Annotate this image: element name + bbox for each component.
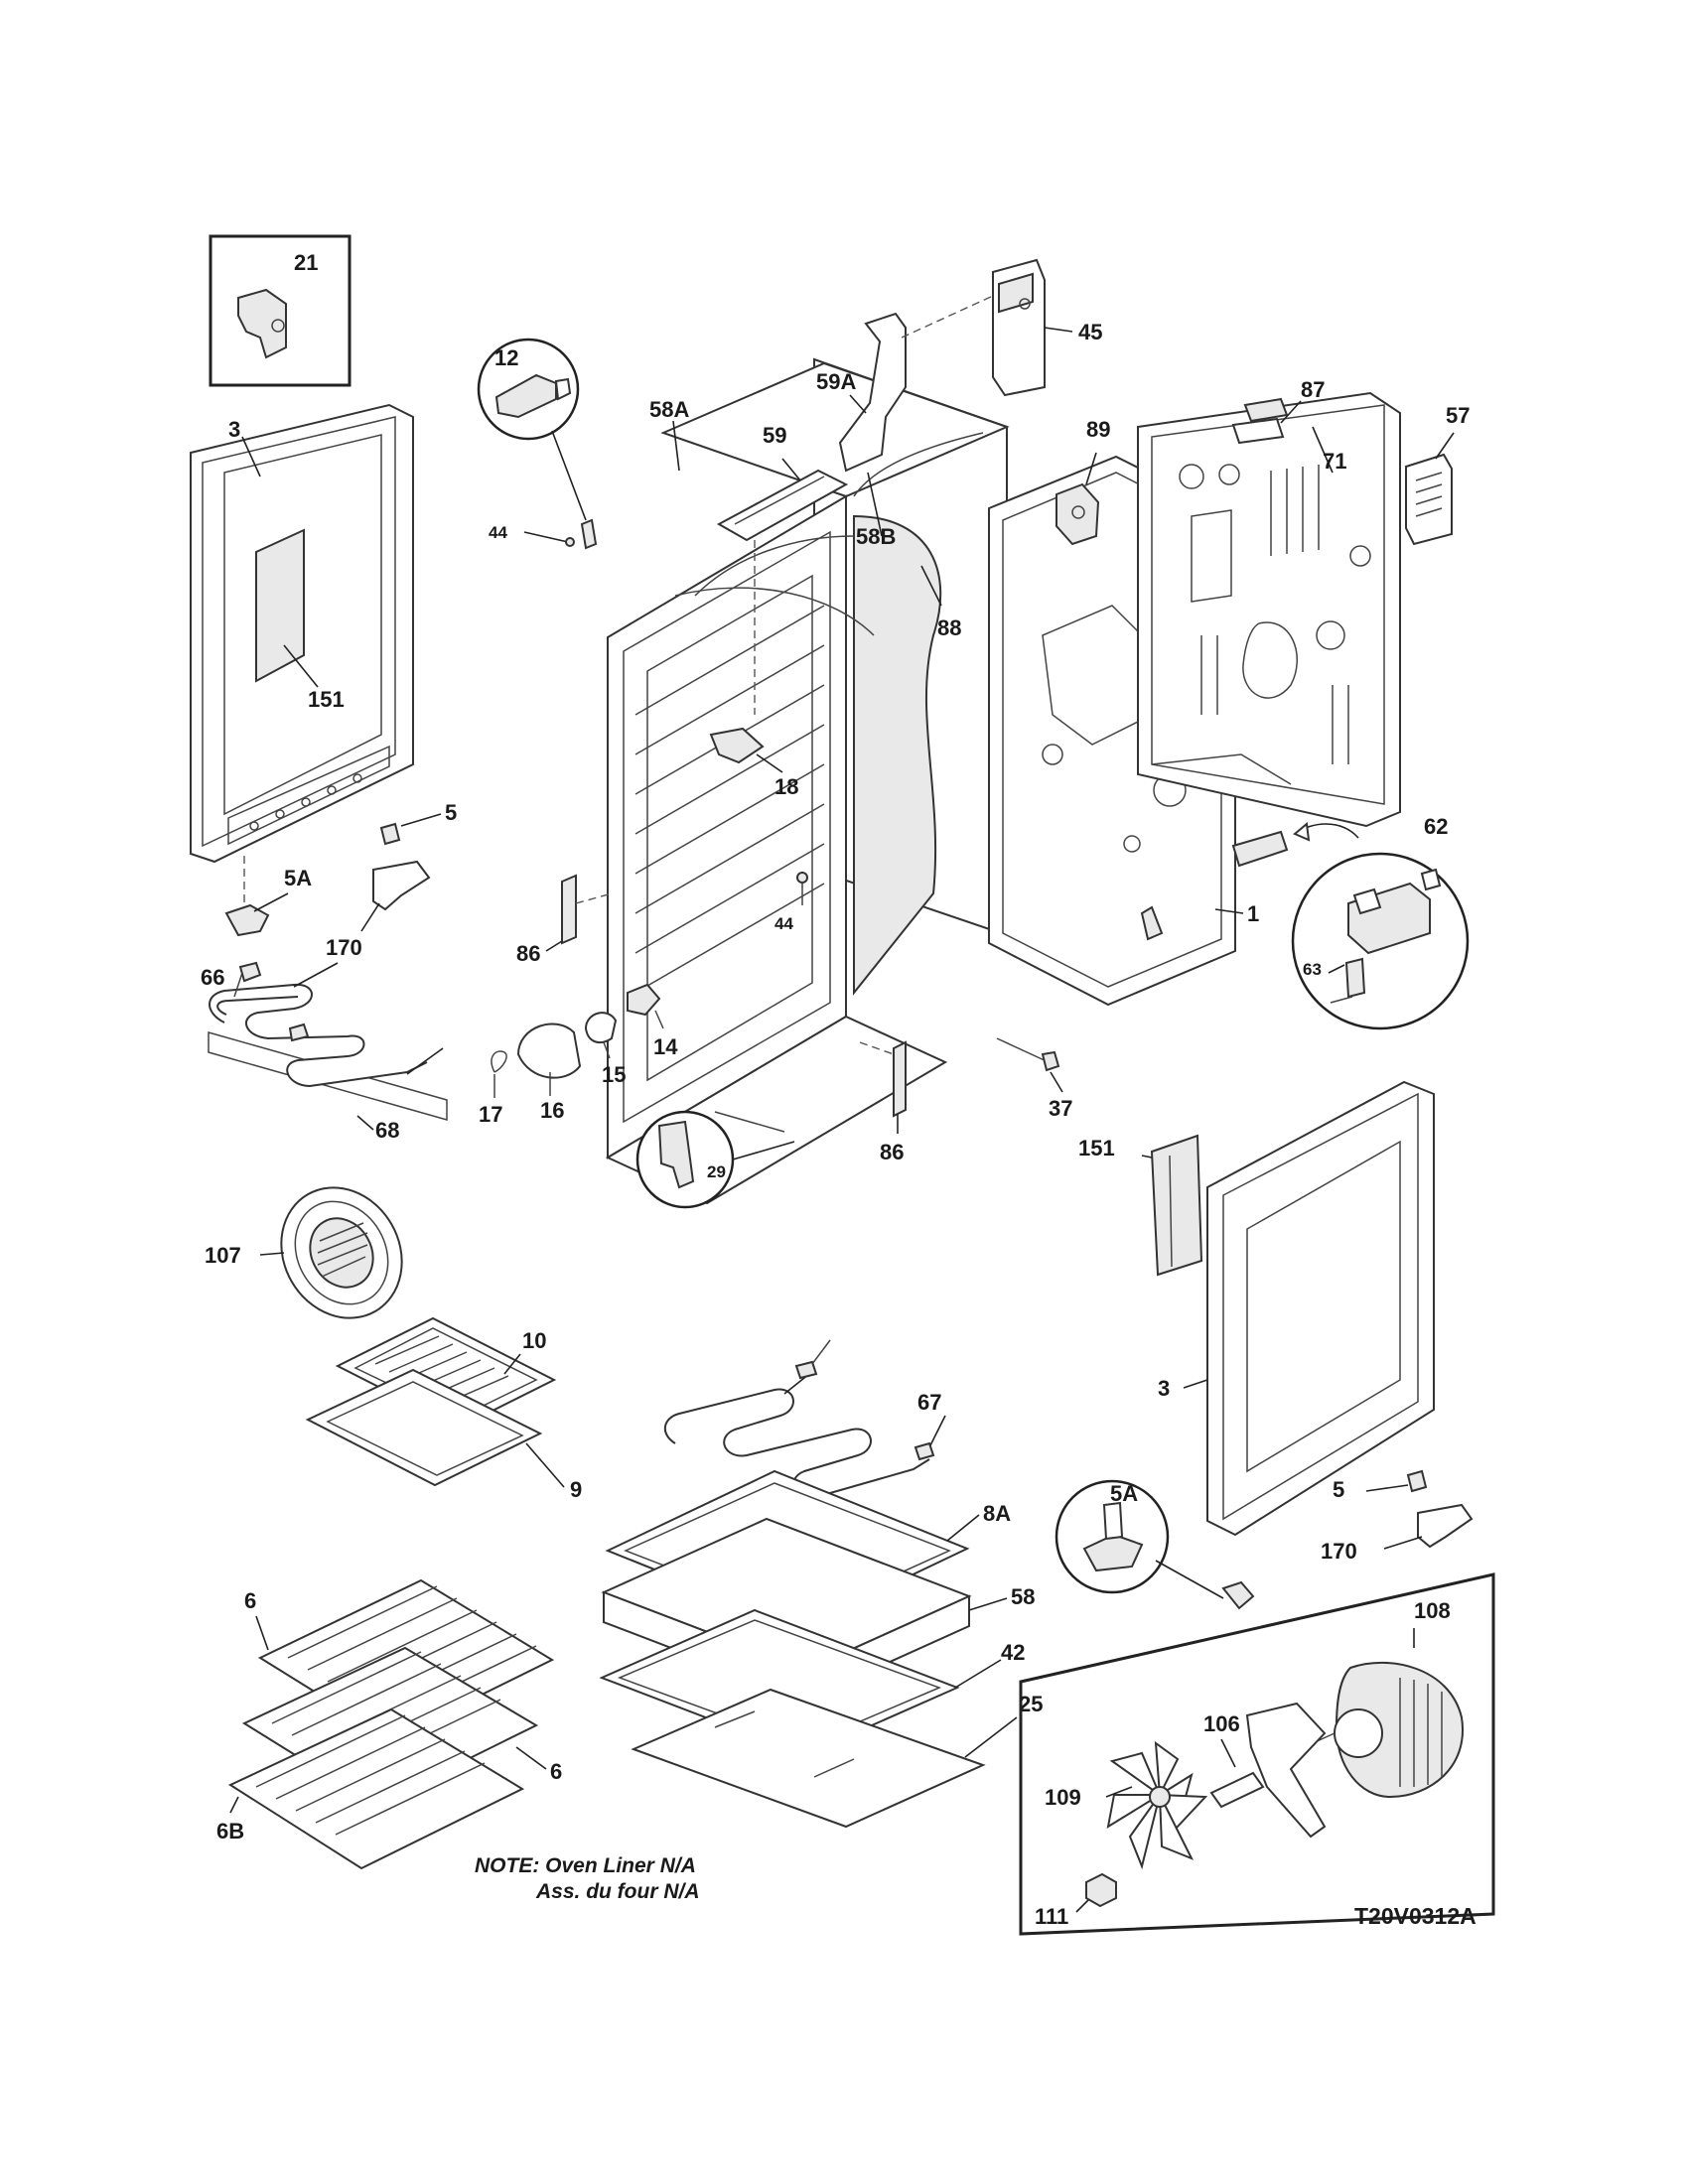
label-170-top: 170 bbox=[326, 935, 362, 960]
label-42: 42 bbox=[1001, 1640, 1025, 1665]
label-45: 45 bbox=[1078, 320, 1102, 344]
vent-duct-59a: 59A bbox=[816, 295, 994, 473]
outer-back-panel-71: 71 bbox=[1137, 391, 1401, 828]
part-21-inset: 21 bbox=[209, 234, 352, 387]
leveler-group-top: 5 5A 170 bbox=[224, 800, 457, 960]
hinge-86-left: 86 bbox=[516, 874, 613, 966]
label-3-bot: 3 bbox=[1158, 1376, 1170, 1401]
label-66: 66 bbox=[201, 965, 224, 990]
label-44-a: 44 bbox=[489, 523, 507, 542]
wire-58b: 58B 88 bbox=[853, 432, 984, 640]
label-87: 87 bbox=[1301, 377, 1325, 402]
part-29-inset: 29 bbox=[635, 1110, 795, 1209]
terminal-block-62-inset: 62 63 bbox=[1231, 814, 1470, 1030]
label-106: 106 bbox=[1203, 1711, 1240, 1736]
oven-rack-6b: 6B bbox=[216, 1707, 525, 1870]
oven-cavity-58a: 18 58A 44 bbox=[605, 357, 1010, 1205]
label-58: 58 bbox=[1011, 1584, 1035, 1609]
label-17: 17 bbox=[479, 1102, 502, 1127]
label-14: 14 bbox=[653, 1034, 678, 1059]
bracket-151-right: 151 bbox=[1078, 1134, 1203, 1277]
hinge-86-right: 86 bbox=[859, 1040, 907, 1164]
label-58b: 58B bbox=[856, 524, 896, 549]
label-5-top: 5 bbox=[445, 800, 457, 825]
bracket-89: 89 bbox=[1055, 417, 1110, 546]
convection-fan-kit-box: 108 106 109 111 bbox=[1019, 1572, 1495, 1936]
label-111: 111 bbox=[1035, 1904, 1068, 1929]
label-1: 1 bbox=[1247, 901, 1259, 926]
label-5a-bot: 5A bbox=[1110, 1481, 1138, 1506]
label-15: 15 bbox=[602, 1062, 626, 1087]
label-88: 88 bbox=[937, 615, 961, 640]
label-86-b: 86 bbox=[880, 1140, 904, 1164]
vent-duct-59: 59 bbox=[716, 423, 849, 715]
label-86-a: 86 bbox=[516, 941, 540, 966]
label-6-a: 6 bbox=[244, 1588, 256, 1613]
fan-cover-107: 107 bbox=[205, 1186, 403, 1319]
label-18: 18 bbox=[774, 774, 798, 799]
label-29: 29 bbox=[707, 1162, 726, 1181]
label-71: 71 bbox=[1323, 449, 1346, 474]
label-6b: 6B bbox=[216, 1819, 244, 1843]
light-socket-12-inset: 12 44 bbox=[477, 338, 598, 550]
vent-cover-57: 57 bbox=[1405, 403, 1470, 546]
oven-light-assembly: 16 15 14 17 bbox=[479, 983, 678, 1127]
label-67: 67 bbox=[917, 1390, 941, 1415]
left-side-panel: 3 151 bbox=[190, 403, 414, 864]
label-25: 25 bbox=[1019, 1692, 1043, 1716]
label-6-b: 6 bbox=[550, 1759, 562, 1784]
label-37: 37 bbox=[1049, 1096, 1072, 1121]
vent-box-45: 45 bbox=[992, 258, 1102, 397]
label-108: 108 bbox=[1414, 1598, 1451, 1623]
label-57: 57 bbox=[1446, 403, 1470, 428]
note-block: NOTE: Oven Liner N/A Ass. du four N/A bbox=[475, 1854, 700, 1903]
label-68: 68 bbox=[375, 1118, 399, 1143]
note-line1: NOTE: Oven Liner N/A bbox=[475, 1854, 696, 1877]
label-59: 59 bbox=[763, 423, 786, 448]
label-58a: 58A bbox=[649, 397, 689, 422]
panel-25: 25 bbox=[631, 1688, 1043, 1829]
label-5a-top: 5A bbox=[284, 866, 312, 890]
label-63: 63 bbox=[1303, 960, 1322, 979]
label-151-top: 151 bbox=[308, 687, 345, 712]
right-side-panel: 3 bbox=[1158, 1080, 1435, 1537]
label-21: 21 bbox=[294, 250, 318, 275]
label-151-bot: 151 bbox=[1078, 1136, 1115, 1160]
bake-element-66: 66 68 bbox=[201, 961, 448, 1143]
label-8a: 8A bbox=[983, 1501, 1011, 1526]
label-3-top: 3 bbox=[228, 417, 240, 442]
label-10: 10 bbox=[522, 1328, 546, 1353]
label-9: 9 bbox=[570, 1477, 582, 1502]
note-line2: Ass. du four N/A bbox=[535, 1880, 700, 1903]
label-89: 89 bbox=[1086, 417, 1110, 442]
broil-pan-9: 9 bbox=[305, 1368, 582, 1502]
plate-87: 87 bbox=[1231, 377, 1325, 445]
label-44-b: 44 bbox=[774, 914, 793, 933]
label-12: 12 bbox=[494, 345, 518, 370]
broil-element-67: 67 bbox=[664, 1339, 946, 1499]
sensor-37: 37 bbox=[996, 1037, 1072, 1121]
diagram-code: T20V0312A bbox=[1354, 1903, 1477, 1929]
label-62: 62 bbox=[1424, 814, 1448, 839]
label-16: 16 bbox=[540, 1098, 564, 1123]
leveler-group-bottom: 5 170 5A bbox=[1055, 1469, 1474, 1610]
label-59a: 59A bbox=[816, 369, 856, 394]
label-170-bot: 170 bbox=[1321, 1539, 1357, 1564]
label-5-bot: 5 bbox=[1333, 1477, 1344, 1502]
label-109: 109 bbox=[1045, 1785, 1081, 1810]
label-107: 107 bbox=[205, 1243, 241, 1268]
